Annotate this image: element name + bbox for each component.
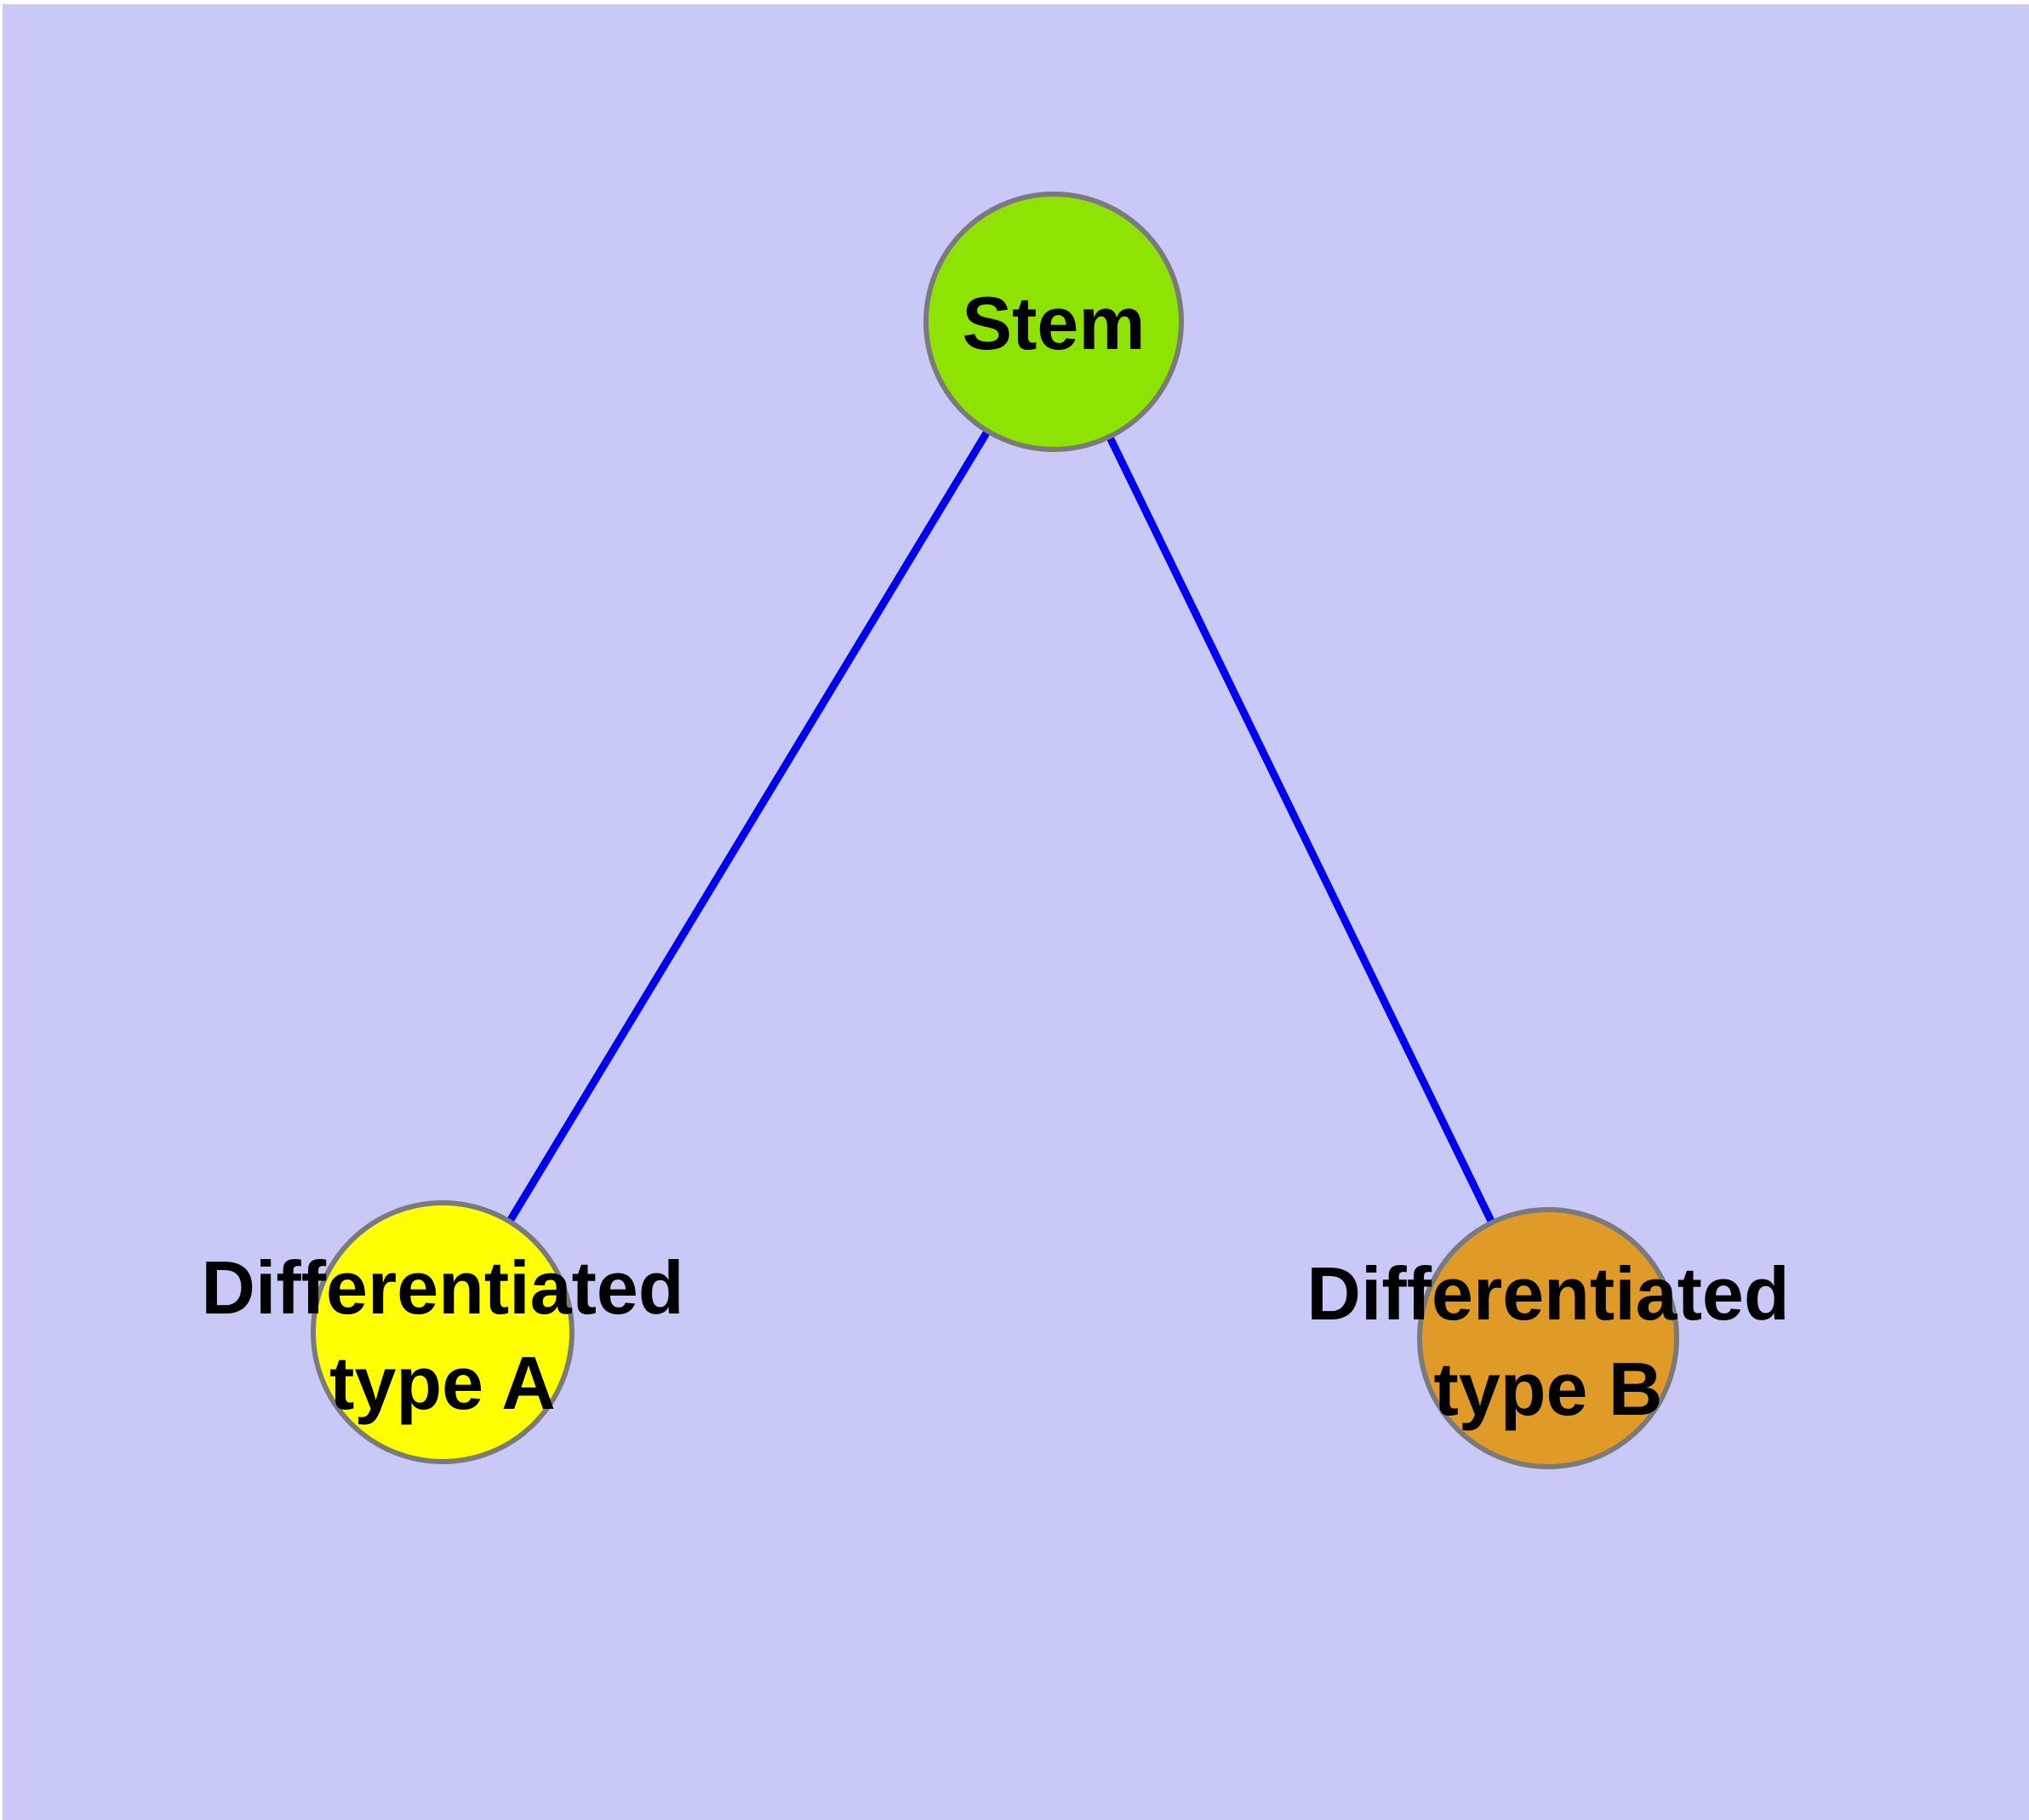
node-type-b-label-line2: type B xyxy=(1434,1347,1663,1431)
node-type-a-label-line1: Differentiated xyxy=(201,1245,683,1330)
node-differentiated-type-b: Differentiated type B xyxy=(1306,1207,1790,1469)
node-differentiated-type-a: Differentiated type A xyxy=(201,1200,684,1464)
node-stem-label: Stem xyxy=(962,281,1145,365)
edge-stem-to-type-b xyxy=(1049,320,1552,1340)
node-stem-circle xyxy=(923,192,1184,452)
edge-stem-to-type-a xyxy=(439,319,1057,1335)
node-stem: Stem xyxy=(923,192,1184,452)
node-type-a-circle xyxy=(311,1200,574,1464)
node-type-b-circle xyxy=(1417,1207,1679,1469)
node-type-a-label-line2: type A xyxy=(329,1341,556,1425)
node-type-b-label-line1: Differentiated xyxy=(1306,1251,1789,1336)
